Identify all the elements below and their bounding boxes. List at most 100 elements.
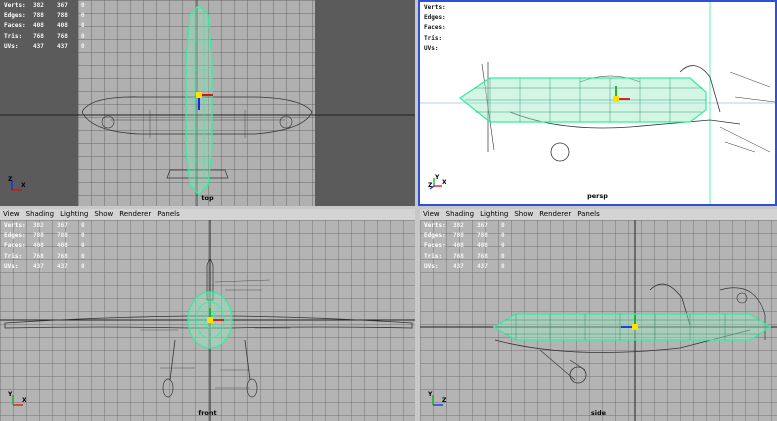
hud-value: 367 xyxy=(57,2,68,9)
hud-label: Faces: xyxy=(424,242,446,250)
menu-show[interactable]: Show xyxy=(94,210,114,218)
hud-row: Edges: 788 788 0 xyxy=(424,231,525,241)
hud-label: UVs: xyxy=(424,44,439,52)
image-plane xyxy=(420,220,777,421)
hud-label: Tris: xyxy=(424,252,443,260)
hud-value: 437 xyxy=(477,262,488,270)
hud-value: 408 xyxy=(57,242,68,250)
hud-value: 0 xyxy=(81,222,85,229)
camera-label: top xyxy=(201,194,214,202)
hud-label: Edges: xyxy=(424,232,446,240)
menu-renderer[interactable]: Renderer xyxy=(119,210,152,218)
camera-label: side xyxy=(590,409,607,417)
hud-value: 768 xyxy=(33,252,44,260)
hud-row: Edges: 788 788 0 xyxy=(4,11,105,21)
hud-value: 382 xyxy=(33,222,44,229)
hud-value: 768 xyxy=(57,252,68,260)
hud-value: 408 xyxy=(33,242,44,250)
hud-value: 437 xyxy=(33,262,44,270)
hud-label: Tris: xyxy=(4,32,23,40)
menu-shading[interactable]: Shading xyxy=(25,210,55,218)
hud-value: 382 xyxy=(453,222,464,229)
hud-row: UVs: 437 437 0 xyxy=(4,42,105,52)
hud-label: UVs: xyxy=(424,262,439,270)
hud-label: Edges: xyxy=(424,14,446,22)
hud-value: 437 xyxy=(33,42,44,50)
camera-label: front xyxy=(198,409,217,417)
axis-y-label: Y xyxy=(428,391,433,398)
hud-value: 768 xyxy=(453,252,464,260)
hud-label: Faces: xyxy=(4,242,26,250)
hud-label: UVs: xyxy=(4,42,19,50)
hud-label: Verts: xyxy=(4,222,26,229)
hud-label: Edges: xyxy=(4,12,26,20)
hud-value: 0 xyxy=(81,32,85,40)
hud-value: 367 xyxy=(477,222,488,229)
image-plane-border-right xyxy=(315,0,415,206)
hud-value: 437 xyxy=(453,262,464,270)
axis-indicator-icon: X Z xyxy=(8,176,26,191)
hud-value: 408 xyxy=(33,22,44,30)
hud-value: 0 xyxy=(81,22,85,30)
axis-x-label: X xyxy=(442,179,446,186)
hud-value: 382 xyxy=(33,2,44,9)
hud-value: 0 xyxy=(81,242,85,250)
hud-value: 0 xyxy=(501,252,505,260)
side-view-drawing xyxy=(420,220,777,421)
hud-label: Edges: xyxy=(4,232,26,240)
menu-panels[interactable]: Panels xyxy=(157,210,180,218)
menu-show[interactable]: Show xyxy=(514,210,534,218)
menu-lighting[interactable]: Lighting xyxy=(60,210,89,218)
hud-value: 0 xyxy=(81,12,85,20)
hud-label: Faces: xyxy=(4,22,26,30)
hud-value: 768 xyxy=(477,252,488,260)
hud-value: 0 xyxy=(501,232,505,240)
hud-value: 788 xyxy=(57,12,68,20)
axis-indicator-icon: X Y xyxy=(8,391,26,406)
menu-view[interactable]: View xyxy=(3,210,20,218)
axis-z-label: Z xyxy=(428,182,433,189)
hud-row: Tris: 768 768 0 xyxy=(424,252,525,262)
hud-value: 0 xyxy=(81,42,85,50)
axis-z-label: Z xyxy=(442,397,446,404)
camera-label: persp xyxy=(587,192,608,200)
hud-label: Tris: xyxy=(4,252,23,260)
image-plane-border-left xyxy=(0,0,78,206)
image-plane xyxy=(78,0,315,206)
hud-value: 367 xyxy=(57,222,68,229)
axis-x-label: X xyxy=(22,397,26,404)
axis-z-label: Z xyxy=(8,176,13,183)
hud-value: 788 xyxy=(477,232,488,240)
hud-value: 788 xyxy=(57,232,68,240)
hud-value: 788 xyxy=(33,12,44,20)
hud-value: 0 xyxy=(501,222,505,229)
hud-value: 768 xyxy=(57,32,68,40)
menu-view[interactable]: View xyxy=(423,210,440,218)
top-view-drawing xyxy=(0,0,415,206)
persp-viewport[interactable]: Verts:3823670Edges:7887880Faces:4084080T… xyxy=(418,0,777,206)
hud-value: 437 xyxy=(57,42,68,50)
hud-value: 437 xyxy=(57,262,68,270)
axis-y-label: Y xyxy=(8,391,13,398)
front-view-drawing xyxy=(0,220,415,421)
menu-lighting[interactable]: Lighting xyxy=(480,210,509,218)
hud-value: 788 xyxy=(33,232,44,240)
menu-panels[interactable]: Panels xyxy=(577,210,600,218)
axis-y-label: Y xyxy=(434,174,440,181)
hud-value: 788 xyxy=(453,232,464,240)
menu-renderer[interactable]: Renderer xyxy=(539,210,572,218)
menu-shading[interactable]: Shading xyxy=(445,210,475,218)
